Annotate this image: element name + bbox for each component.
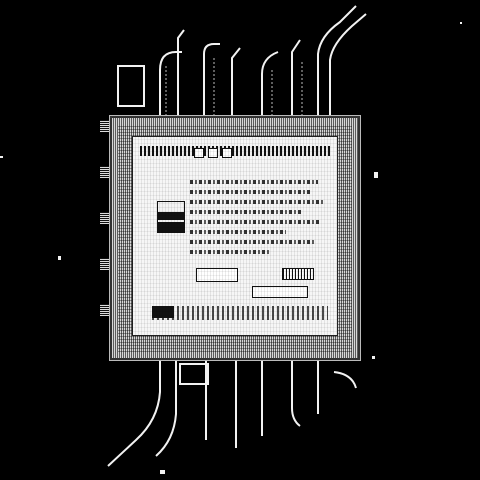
text-line [190, 240, 314, 244]
stray-mark-2 [374, 172, 378, 178]
bottom-left-block [179, 363, 209, 385]
left-connector-pins [100, 120, 114, 350]
top-cable-3 [203, 43, 220, 120]
bottom-cable-8 [333, 371, 357, 389]
stray-mark-3 [372, 356, 375, 359]
stray-mark-4 [160, 470, 165, 474]
close-icon[interactable] [222, 148, 232, 158]
text-line [190, 190, 310, 194]
action-button[interactable] [282, 268, 314, 280]
left-pin [100, 304, 110, 316]
left-pin [100, 166, 110, 178]
stray-marks [0, 22, 462, 474]
top-cable-shadows [165, 56, 303, 120]
left-pin [100, 212, 110, 224]
text-line [190, 200, 324, 204]
top-cable-1 [159, 51, 182, 120]
text-input[interactable] [196, 268, 238, 282]
bottom-cable-1 [107, 358, 161, 467]
top-cable-7 [317, 5, 357, 120]
text-line [190, 210, 302, 214]
left-pin [100, 120, 110, 132]
top-cables [159, 5, 367, 120]
top-cable-6 [291, 39, 301, 120]
text-line [190, 220, 320, 224]
top-cable-4 [231, 47, 241, 120]
side-blocks [117, 65, 209, 385]
top-cable-8 [329, 13, 367, 120]
text-line [190, 180, 318, 184]
minimize-icon[interactable] [194, 148, 204, 158]
bottom-cables [107, 358, 357, 467]
footer-bar [152, 306, 328, 320]
title-bar [140, 146, 330, 156]
top-cable-2 [177, 29, 185, 120]
stray-mark-5 [460, 22, 462, 24]
text-line [190, 250, 270, 254]
thumbnail-image [158, 202, 184, 232]
body-text-block [190, 180, 328, 260]
footer-logo-icon [152, 306, 174, 318]
maximize-icon[interactable] [208, 148, 218, 158]
window-controls [194, 148, 232, 158]
stray-mark-1 [58, 256, 61, 260]
top-cable-5 [261, 51, 279, 120]
text-line [190, 230, 286, 234]
top-left-block [117, 65, 145, 107]
left-pin [100, 258, 110, 270]
secondary-button[interactable] [252, 286, 308, 298]
bottom-cable-6 [291, 358, 301, 427]
screen [132, 136, 338, 336]
bottom-cable-2 [155, 358, 177, 457]
stray-mark-6 [0, 156, 3, 158]
